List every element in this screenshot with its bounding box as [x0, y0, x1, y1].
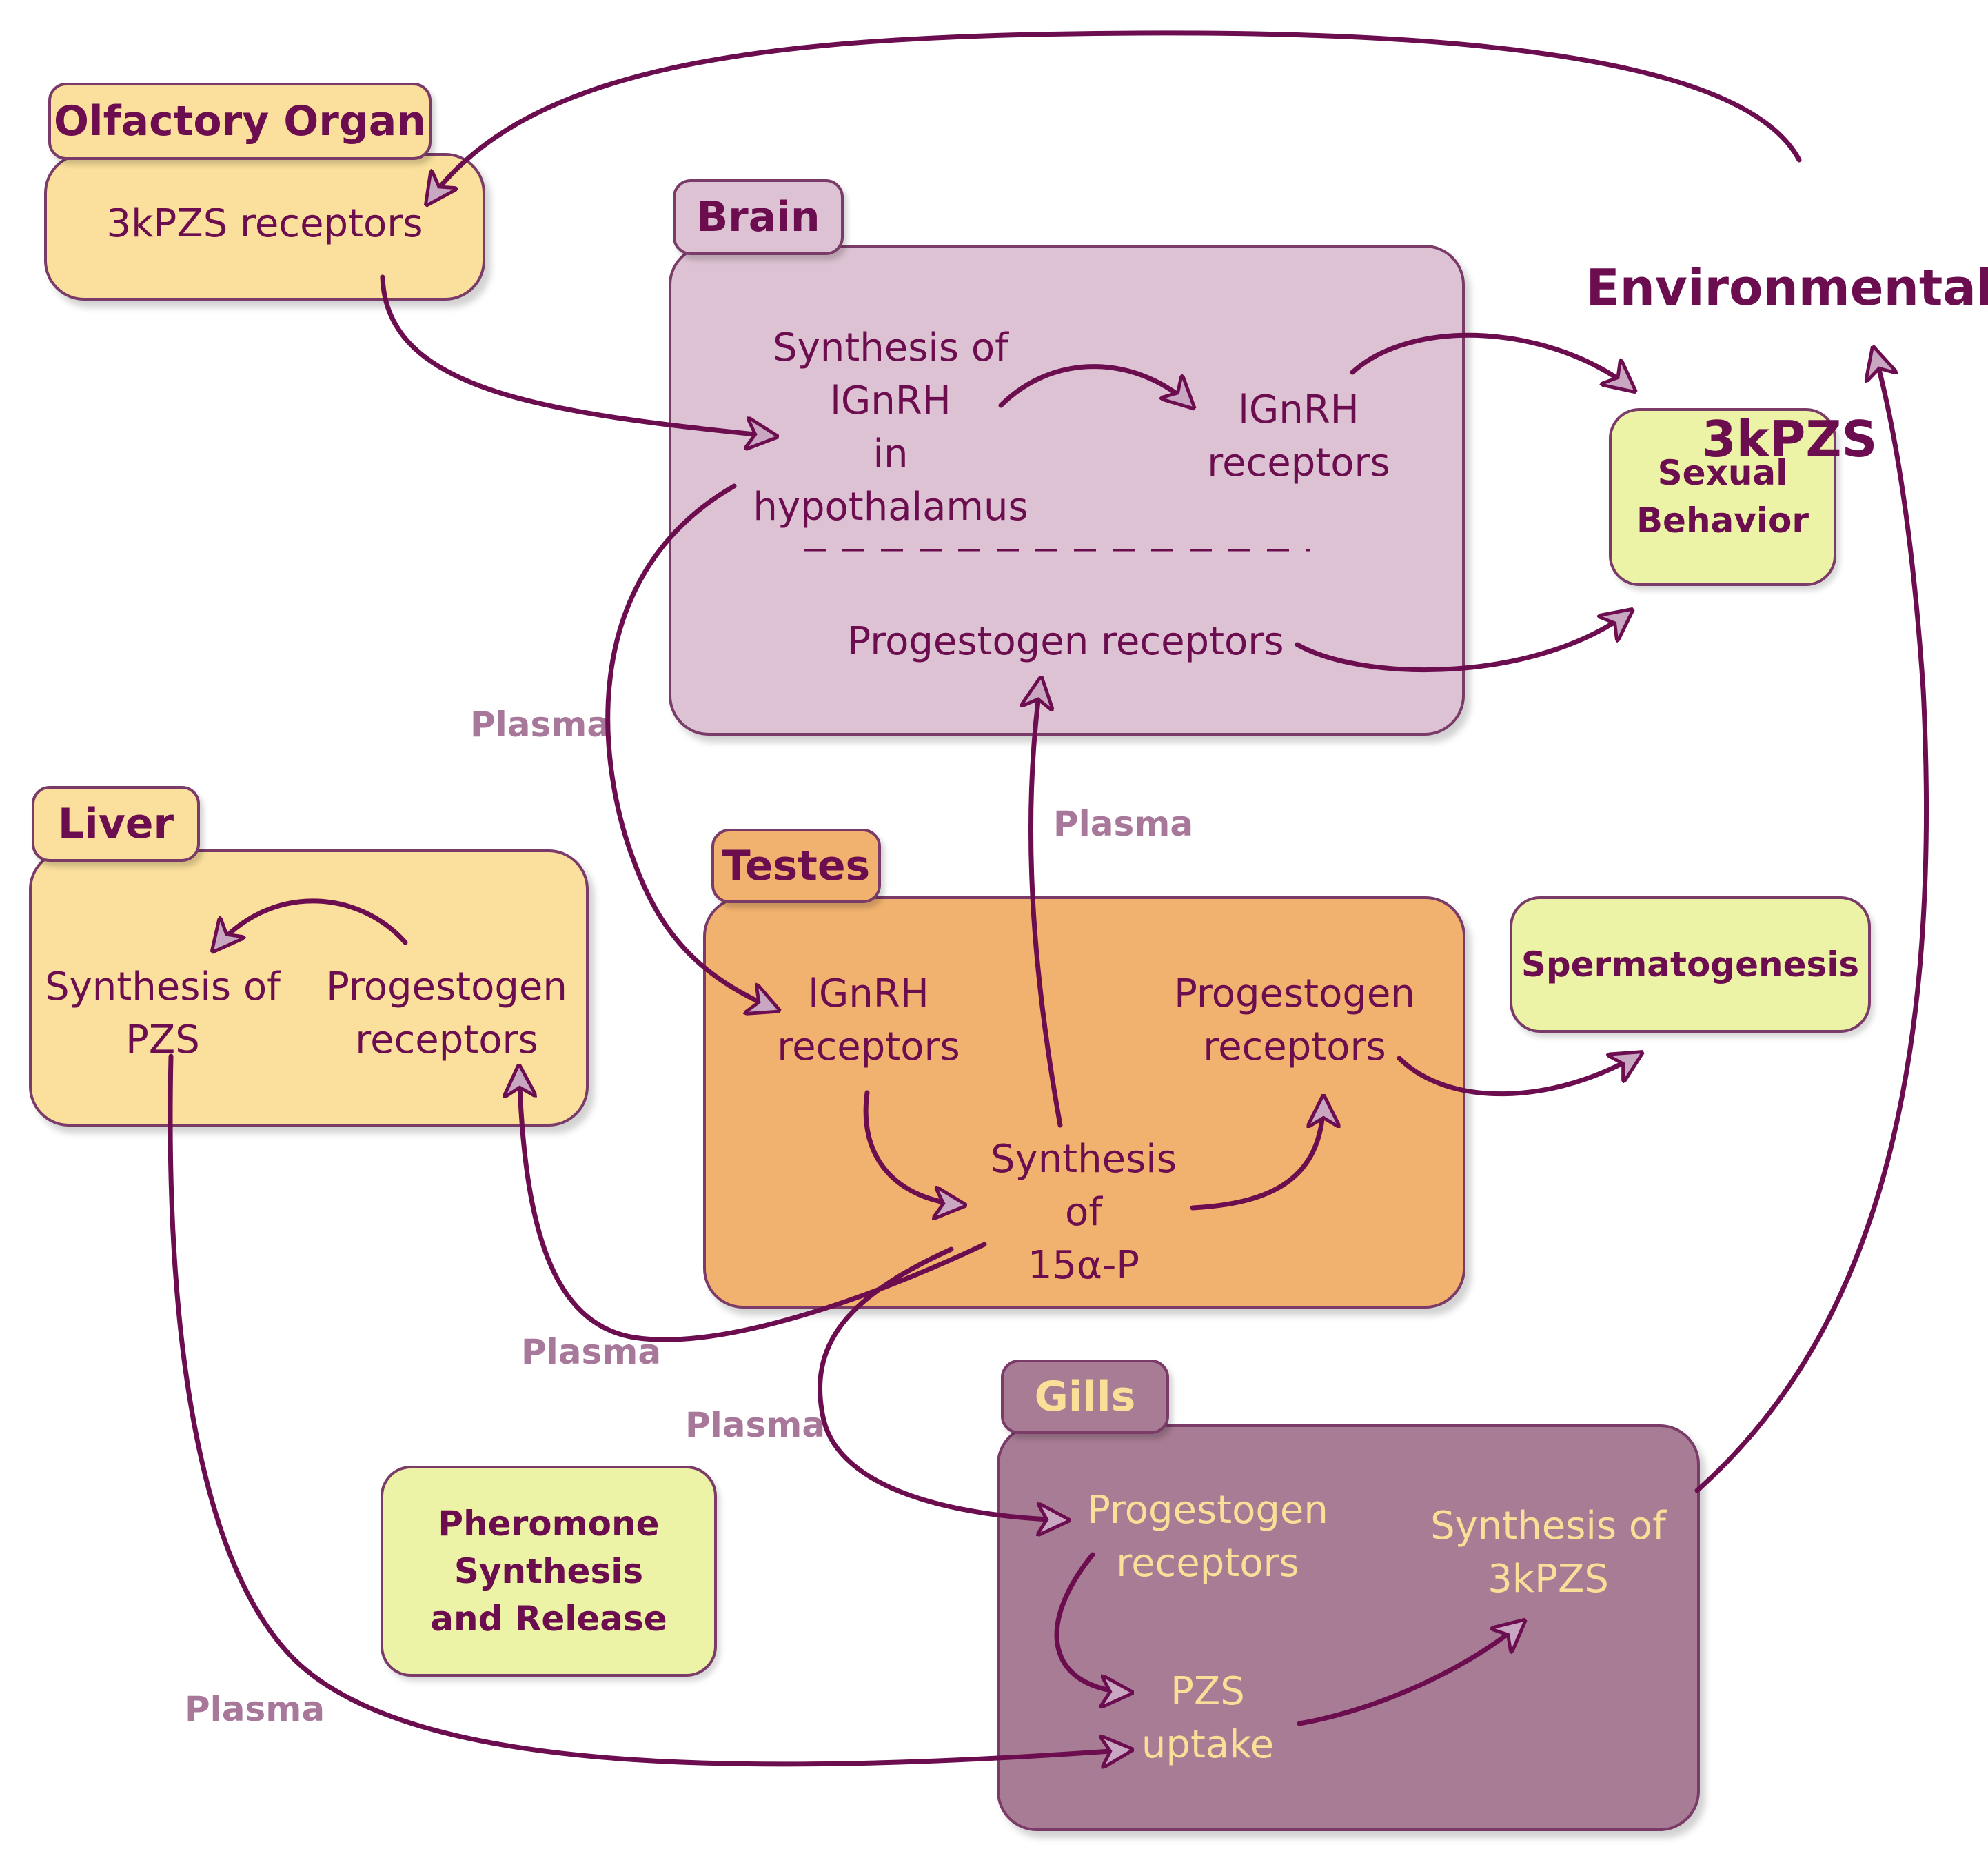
arrow-testes-lgnrh-to-synthesis [863, 1090, 964, 1205]
arrow-testes-progestogen-to-spermatogenesis [1397, 1053, 1641, 1097]
brain-box [669, 245, 1465, 736]
olfactory-organ-title: Olfactory Organ [48, 83, 432, 160]
environmental-line2: 3kPZS [1701, 410, 1878, 468]
spermatogenesis-box: Spermatogenesis [1510, 896, 1871, 1033]
gills-3kpzs-synthesis: Synthesis of 3kPZS [1430, 1504, 1666, 1602]
environmental-line1: Environmental [1585, 259, 1988, 316]
liver-title: Liver [32, 786, 200, 862]
arrow-gills-progestogen-to-uptake [1054, 1552, 1130, 1693]
arrow-testes-synthesis-to-brain-progestogen [1031, 679, 1063, 1128]
testes-15ap-synthesis: Synthesis of 15α-P [991, 1137, 1177, 1288]
arrow-gills-uptake-to-synthesis [1297, 1622, 1523, 1726]
plasma-label-testes-to-gills: Plasma [685, 1405, 826, 1445]
sexual-behavior-box: Sexual Behavior [1609, 408, 1836, 586]
brain-progestogen-receptors: Progestogen receptors [847, 619, 1284, 664]
arrow-olfactory-to-brain-synthesis [380, 274, 775, 436]
testes-title: Testes [711, 829, 881, 903]
arrow-liver-progestogen-to-pzs-synthesis [214, 898, 408, 950]
brain-title: Brain [673, 179, 844, 255]
arrow-brain-synthesis-to-testes-lgnrh [605, 483, 778, 1010]
brain-lgnrh-synthesis: Synthesis of lGnRH in hypothalamus [753, 325, 1028, 529]
gills-pzs-uptake: PZS uptake [1141, 1669, 1275, 1767]
arrow-liver-pzs-to-gills-uptake [168, 1053, 1130, 1764]
arrow-testes-synthesis-to-liver-progestogen [519, 1067, 987, 1342]
testes-lgnrh-receptors: lGnRH receptors [777, 971, 960, 1069]
arrow-brain-progestogen-to-sexual-behavior [1295, 611, 1631, 673]
gills-progestogen-receptors: Progestogen receptors [1087, 1488, 1328, 1586]
pheromone-synthesis-box: Pheromone Synthesis and Release [381, 1466, 717, 1677]
gills-box [997, 1424, 1700, 1831]
plasma-label-liver-to-gills: Plasma [185, 1689, 325, 1729]
liver-box [29, 849, 589, 1127]
liver-progestogen-receptors: Progestogen receptors [326, 965, 567, 1062]
plasma-label-brain-to-testes: Plasma [470, 705, 611, 745]
environmental-3kpzs: Environmental 3kPZS [1585, 174, 1988, 553]
arrow-environment-to-olfactory [427, 30, 1802, 203]
arrow-testes-synthesis-to-progestogen [1190, 1098, 1323, 1211]
arrow-brain-lgnrh-receptors-to-sexual-behavior [1350, 332, 1634, 390]
gills-title: Gills [1001, 1360, 1169, 1434]
arrow-gills-synthesis-to-environment [1694, 349, 1929, 1493]
brain-lgnrh-receptors: lGnRH receptors [1207, 387, 1390, 485]
testes-progestogen-receptors: Progestogen receptors [1174, 971, 1415, 1069]
olfactory-3kpzs-receptors: 3kPZS receptors [106, 201, 423, 246]
arrow-testes-synthesis-to-gills-progestogen [818, 1246, 1067, 1520]
liver-pzs-synthesis: Synthesis of PZS [45, 965, 281, 1062]
arrow-brain-synthesis-to-lgnrh-receptors [998, 364, 1193, 407]
plasma-label-testes-to-brain: Plasma [1053, 804, 1194, 844]
